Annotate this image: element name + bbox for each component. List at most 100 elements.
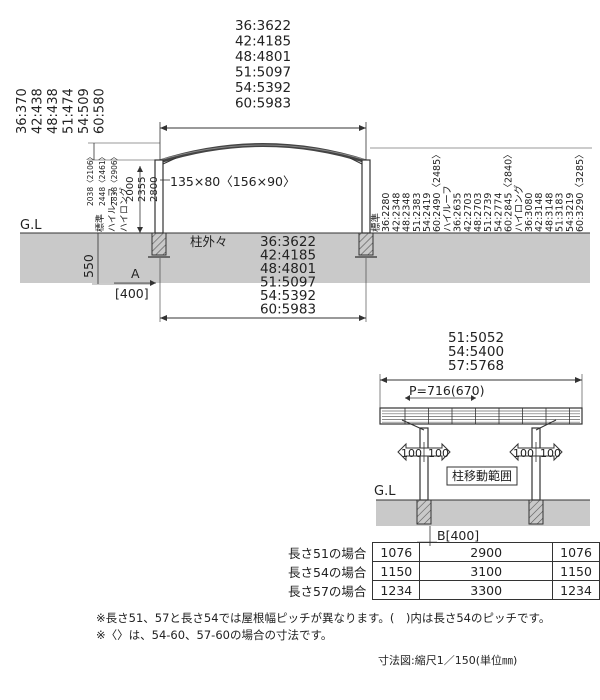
right-height-value: 36:3080 [524, 193, 535, 232]
move-right-a: 100 [513, 447, 534, 460]
post-outer-label: 柱外々 [190, 234, 228, 249]
gl-label-side: G.L [374, 484, 396, 499]
right-height-value: ハイルーフ [442, 185, 453, 232]
height-standard: 2355 [137, 177, 148, 202]
length-value: 54:5400 [448, 344, 504, 360]
height-type: ハイロング [118, 187, 130, 232]
ground-band-top [20, 233, 590, 283]
height-value: 51:474 [62, 88, 77, 134]
side-footing-left [416, 499, 432, 525]
post-outer-list: 36:362242:418548:480151:509754:539260:59… [260, 234, 316, 318]
move-range-label: 柱移動範囲 [452, 468, 512, 483]
height-value: 42:438 [31, 88, 46, 134]
height-standard: 2000 [125, 177, 136, 202]
width-dim-arrow-right [359, 125, 366, 131]
length-value: 51:5052 [448, 330, 504, 346]
cell-c: 1234 [552, 580, 600, 600]
a-label: A [131, 266, 140, 281]
row-label: 長さ54の場合 [288, 564, 367, 580]
cell-a: 1234 [372, 580, 420, 600]
right-height-value: 54:3219 [565, 193, 576, 232]
right-height-value: 36:2635 [453, 193, 464, 232]
right-height-value: 48:2348 [402, 193, 413, 232]
pitch-label: P=716(670) [409, 383, 484, 398]
cell-b: 3300 [419, 580, 553, 600]
post-outer-value: 42:4185 [260, 248, 316, 264]
right-height-value: 60:3290〈3285〉 [575, 149, 586, 232]
move-left-b: 100 [428, 447, 449, 460]
height-value: 60:580 [93, 88, 108, 134]
side-footing-right [528, 499, 544, 525]
post-spacing-table: 長さ51の場合 1076 2900 1076 長さ54の場合 1150 3100… [284, 542, 600, 600]
width-value: 48:4801 [235, 49, 291, 65]
right-height-value: 54:2774 [493, 193, 504, 232]
width-value: 36:3622 [235, 18, 291, 34]
height-value: 36:370 [15, 88, 30, 134]
width-value: 51:5097 [235, 65, 291, 81]
note-2: ※〈〉は、54-60、57-60の場合の寸法です。 [96, 628, 333, 642]
cell-b: 2900 [419, 542, 553, 562]
height-type: 標準 [94, 214, 106, 232]
footing-depth: 550 [81, 254, 96, 278]
move-range-box [446, 466, 518, 486]
post-outer-value: 54:5392 [260, 288, 316, 304]
right-height-value: 60:2490〈2485〉 [432, 149, 443, 232]
right-height-value: 標準 [370, 212, 382, 232]
row-label: 長さ57の場合 [288, 583, 367, 599]
cell-a: 1150 [372, 561, 420, 581]
height-alt: 2448〈2461〉 [98, 153, 107, 206]
width-list: 36:362242:418548:480151:509754:539260:59… [235, 18, 291, 112]
height-alt: 2038〈2106〉 [86, 153, 95, 206]
ground-band-side [376, 500, 590, 526]
right-height-value: 54:2419 [422, 193, 433, 232]
a-value: [400] [115, 286, 149, 301]
table-row: 長さ51の場合 1076 2900 1076 [284, 542, 600, 562]
arch-roof [157, 143, 369, 164]
post-right [361, 159, 371, 234]
right-height-value: ハイロング [513, 184, 525, 232]
cell-b: 3100 [419, 561, 553, 581]
post-outer-value: 36:3622 [260, 234, 316, 250]
post-outer-value: 48:4801 [260, 261, 316, 277]
footing-left [151, 232, 167, 256]
height-value: 48:438 [46, 88, 61, 134]
b-label: B[400] [437, 528, 479, 543]
cell-c: 1150 [552, 561, 600, 581]
roof-panels [379, 407, 583, 425]
cell-a: 1076 [372, 542, 420, 562]
height-value: 54:509 [77, 88, 92, 134]
height-standard: 2800 [149, 177, 160, 202]
right-height-value: 48:3148 [544, 193, 555, 232]
move-right-b: 100 [540, 447, 561, 460]
note-1: ※長さ51、57と長さ54では屋根幅ピッチが異なります。( )内は長さ54のピッ… [96, 611, 551, 625]
height-alt: 2838〈2906〉 [110, 153, 119, 206]
right-height-value: 60:2845〈2840〉 [504, 149, 515, 232]
height-type: ハイルーフ [108, 188, 118, 232]
width-value: 54:5392 [235, 80, 291, 96]
right-height-value: 36:2280 [381, 193, 392, 232]
gl-label-top: G.L [20, 218, 42, 233]
right-height-value: 51:2739 [483, 193, 494, 232]
footing-right [358, 232, 374, 256]
move-arrow-left [397, 442, 451, 462]
table-row: 長さ54の場合 1150 3100 1150 [284, 561, 600, 581]
post-size-label: 135×80〈156×90〉 [170, 174, 295, 189]
right-height-value: 42:2348 [391, 193, 402, 232]
row-label: 長さ51の場合 [288, 545, 367, 561]
right-height-value: 42:3148 [534, 193, 545, 232]
length-value: 57:5768 [448, 358, 504, 374]
right-height-value: 42:2703 [463, 193, 474, 232]
side-post-right [531, 427, 541, 501]
move-arrow-right [509, 442, 563, 462]
scale-note: 寸法図:縮尺1／150(単位㎜) [378, 654, 518, 667]
width-value: 60:5983 [235, 96, 291, 112]
right-height-value: 51:2383 [412, 193, 423, 232]
post-outer-value: 60:5983 [260, 302, 316, 318]
width-value: 42:4185 [235, 34, 291, 50]
right-height-value: 51:3183 [555, 193, 566, 232]
width-dim-arrow-left [160, 125, 167, 131]
roof-beam [379, 407, 583, 425]
